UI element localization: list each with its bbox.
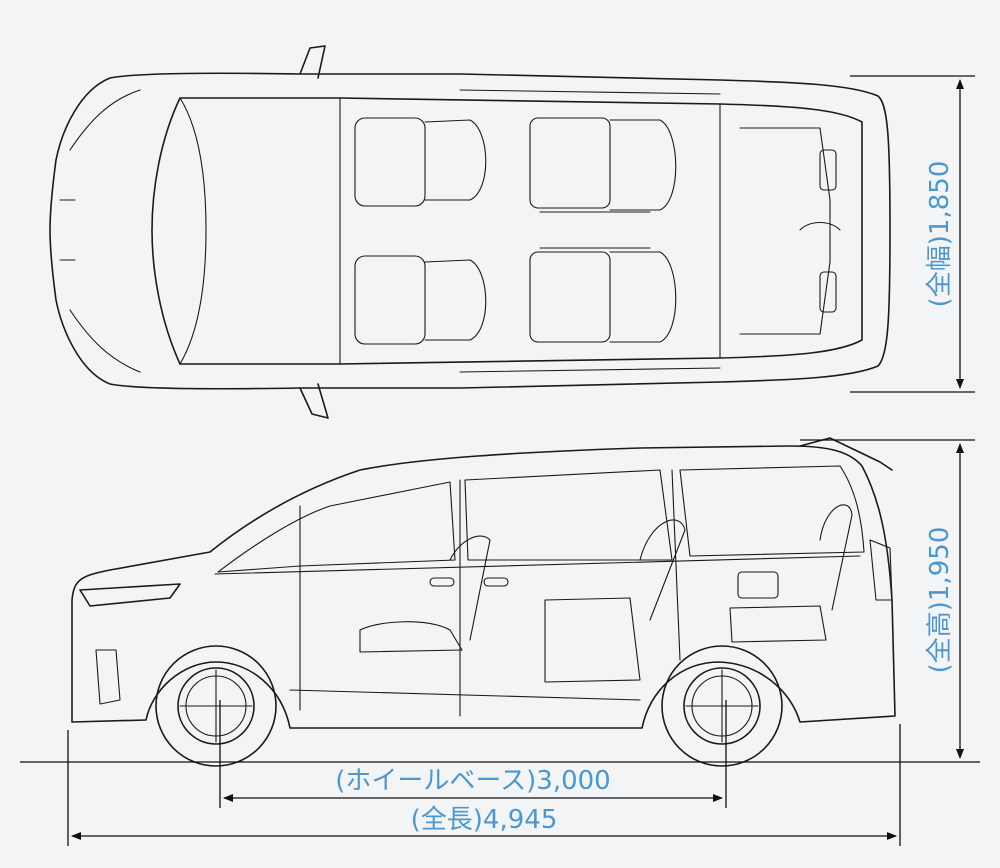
- width-label: (全幅)1,850: [925, 161, 955, 308]
- side-view-car: [71, 437, 896, 767]
- top-view-car: [49, 45, 891, 419]
- wheelbase-label: (ホイールベース)3,000: [335, 766, 610, 796]
- height-label: (全高)1,950: [925, 527, 955, 674]
- length-label: (全長)4,945: [411, 805, 558, 835]
- dimension-lines: [20, 75, 980, 846]
